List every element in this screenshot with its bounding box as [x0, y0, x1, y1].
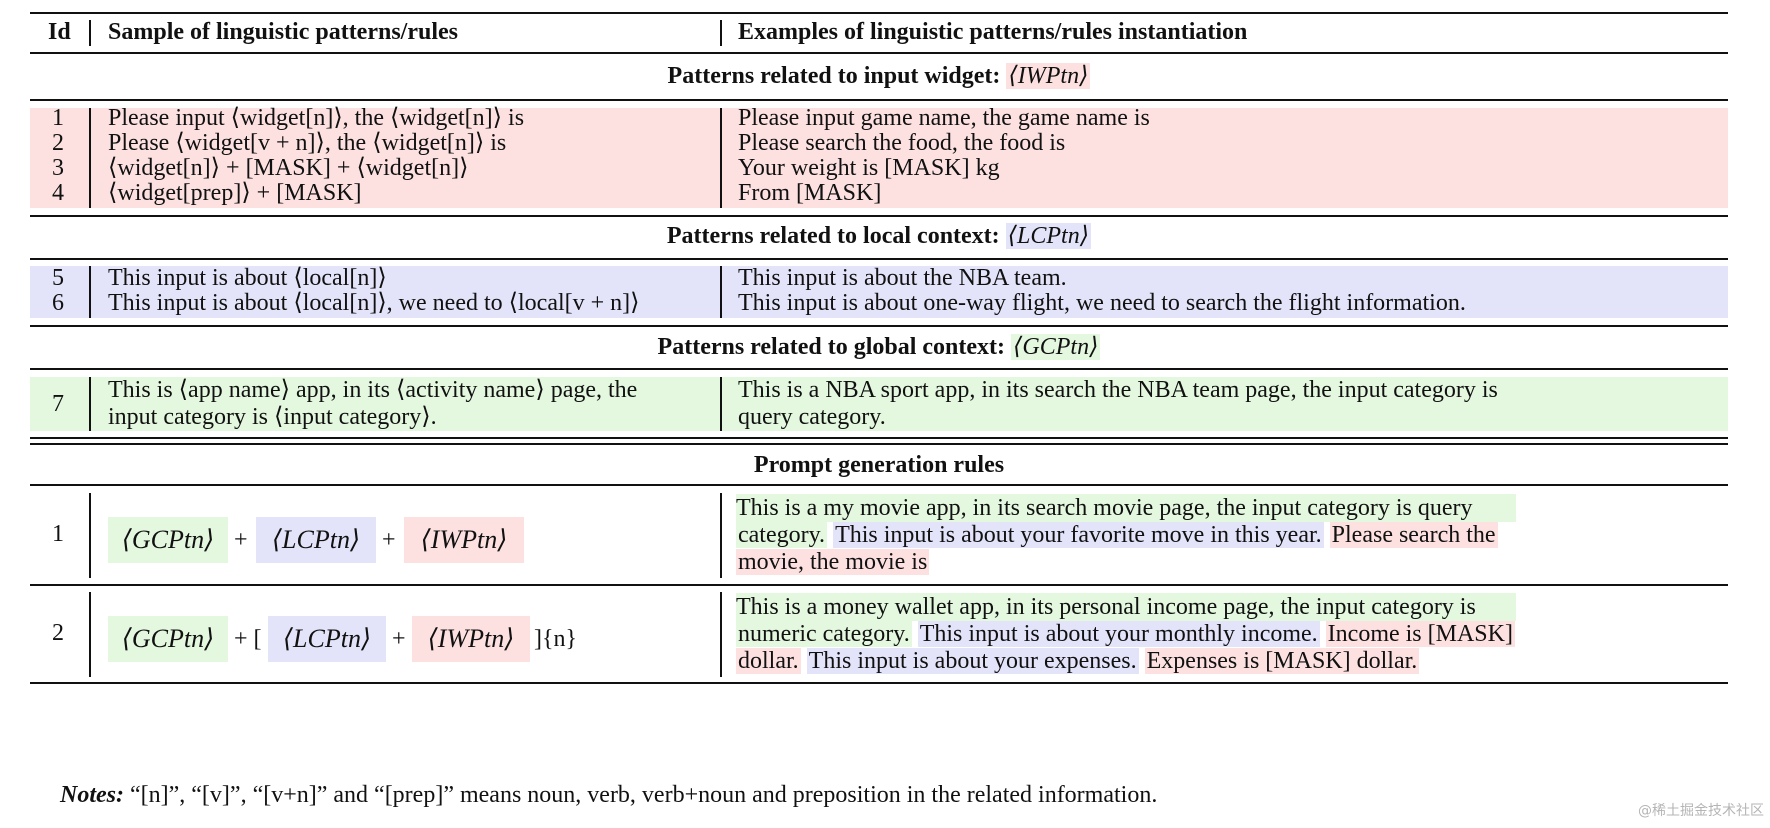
row-id: 5: [52, 265, 64, 291]
iw-span: Expenses is [MASK] dollar.: [1144, 648, 1420, 674]
iwptn-chip: ⟨IWPtn⟩: [404, 517, 524, 563]
lcptn-chip: ⟨LCPtn⟩: [268, 616, 386, 662]
prompt-rules-title: Prompt generation rules: [753, 452, 1005, 478]
row-pattern: Please ⟨widget[v + n]⟩, the ⟨widget[n]⟩ …: [108, 130, 507, 156]
col-divider-2: [720, 108, 722, 208]
gc-span: category.: [736, 522, 828, 548]
row-id: 6: [52, 290, 64, 316]
gcptn-chip: ⟨GCPtn⟩: [108, 616, 228, 662]
prompt-example-line-2: numeric category. This input is about yo…: [736, 620, 1515, 648]
row-id: 7: [52, 391, 64, 417]
section-global-context-title: Patterns related to global context: ⟨GCP…: [657, 334, 1101, 360]
prompt-example-line-1: This is a money wallet app, in its perso…: [736, 593, 1516, 621]
prompt-rule-id: 1: [52, 521, 64, 547]
row-id: 3: [52, 155, 64, 181]
col-divider-1: [89, 108, 91, 208]
lc-span: This input is about your monthly income.: [917, 621, 1320, 647]
local-context-band: [30, 266, 1728, 318]
row-id: 4: [52, 180, 64, 206]
row-example: Your weight is [MASK] kg: [738, 155, 1000, 181]
header-example: Examples of linguistic patterns/rules in…: [738, 19, 1248, 45]
row-pattern: ⟨widget[prep]⟩ + [MASK]: [108, 180, 362, 206]
section-rule: [30, 258, 1728, 260]
plus-sign: +: [382, 527, 396, 553]
header-id: Id: [48, 19, 71, 45]
col-divider-2: [720, 266, 722, 318]
col-divider-1: [89, 377, 91, 431]
plus-sign: +: [392, 626, 406, 652]
section-rule: [30, 99, 1728, 101]
gcptn-chip: ⟨GCPtn⟩: [108, 517, 228, 563]
row-pattern-line-1: This is ⟨app name⟩ app, in its ⟨activity…: [108, 377, 638, 403]
plus-bracket: + [: [234, 626, 262, 652]
iwptn-chip: ⟨IWPtn⟩: [412, 616, 530, 662]
lcptn-symbol: ⟨LCPtn⟩: [1005, 223, 1092, 249]
gcptn-symbol: ⟨GCPtn⟩: [1011, 334, 1101, 360]
header-divider-1: [89, 20, 91, 46]
prompt-example-line-1: This is a my movie app, in its search mo…: [736, 494, 1516, 522]
header-divider-2: [720, 20, 722, 46]
col-divider-1: [89, 592, 91, 677]
row-pattern: Please input ⟨widget[n]⟩, the ⟨widget[n]…: [108, 105, 525, 131]
gc-span: numeric category.: [736, 621, 912, 647]
col-divider-2: [720, 377, 722, 431]
section-input-widget-title: Patterns related to input widget: ⟨IWPtn…: [667, 63, 1091, 89]
repeat-suffix: ]{n}: [534, 626, 578, 652]
row-example-line-1: This is a NBA sport app, in its search t…: [738, 377, 1498, 403]
iw-span: Income is [MASK]: [1325, 621, 1515, 647]
notes-text: “[n]”, “[v]”, “[v+n]” and “[prep]” means…: [123, 782, 1158, 808]
header-sample: Sample of linguistic patterns/rules: [108, 19, 459, 45]
table-notes: Notes: “[n]”, “[v]”, “[v+n]” and “[prep]…: [60, 782, 1157, 809]
row-id: 2: [52, 130, 64, 156]
col-divider-1: [89, 266, 91, 318]
prompt-example-line-3: movie, the movie is: [736, 548, 930, 576]
lc-span: This input is about your favorite move i…: [833, 522, 1324, 548]
section-rule: [30, 484, 1728, 486]
double-rule-top: [30, 437, 1728, 439]
col-divider-2: [720, 592, 722, 677]
input-widget-band: [30, 108, 1728, 208]
top-rule: [30, 12, 1728, 14]
global-context-band: [30, 377, 1728, 431]
row-example-line-2: query category.: [738, 404, 886, 430]
double-rule-bottom: [30, 443, 1728, 445]
prompt-example-line-3: dollar. This input is about your expense…: [736, 647, 1420, 675]
bottom-rule: [30, 682, 1728, 684]
row-example: Please input game name, the game name is: [738, 105, 1150, 131]
prompt-rule-id: 2: [52, 620, 64, 646]
row-example: This input is about the NBA team.: [738, 265, 1067, 291]
col-divider-2: [720, 493, 722, 578]
watermark: @稀土掘金技术社区: [1638, 803, 1764, 819]
row-pattern: This input is about ⟨local[n]⟩, we need …: [108, 290, 640, 316]
row-example: This input is about one-way flight, we n…: [738, 290, 1466, 316]
section-rule: [30, 368, 1728, 370]
row-id: 1: [52, 105, 64, 131]
col-divider-1: [89, 493, 91, 578]
plus-sign: +: [234, 527, 248, 553]
row-pattern: ⟨widget[n]⟩ + [MASK] + ⟨widget[n]⟩: [108, 155, 469, 181]
row-example: From [MASK]: [738, 180, 882, 206]
iw-span: dollar.: [736, 648, 801, 674]
section-local-context-title: Patterns related to local context: ⟨LCPt…: [666, 223, 1092, 249]
lc-span: This input is about your expenses.: [806, 648, 1139, 674]
prompt-example-line-2: category. This input is about your favor…: [736, 521, 1498, 549]
iwptn-symbol: ⟨IWPtn⟩: [1006, 63, 1091, 89]
notes-label: Notes:: [60, 782, 124, 808]
header-rule: [30, 52, 1728, 54]
lcptn-chip: ⟨LCPtn⟩: [256, 517, 376, 563]
row-example: Please search the food, the food is: [738, 130, 1066, 156]
row-pattern-line-2: input category is ⟨input category⟩.: [108, 404, 437, 430]
iw-span: Please search the: [1329, 522, 1498, 548]
row-pattern: This input is about ⟨local[n]⟩: [108, 265, 387, 291]
section-rule: [30, 215, 1728, 217]
iw-span: movie, the movie is: [736, 549, 930, 575]
row-rule: [30, 584, 1728, 586]
section-rule: [30, 325, 1728, 327]
